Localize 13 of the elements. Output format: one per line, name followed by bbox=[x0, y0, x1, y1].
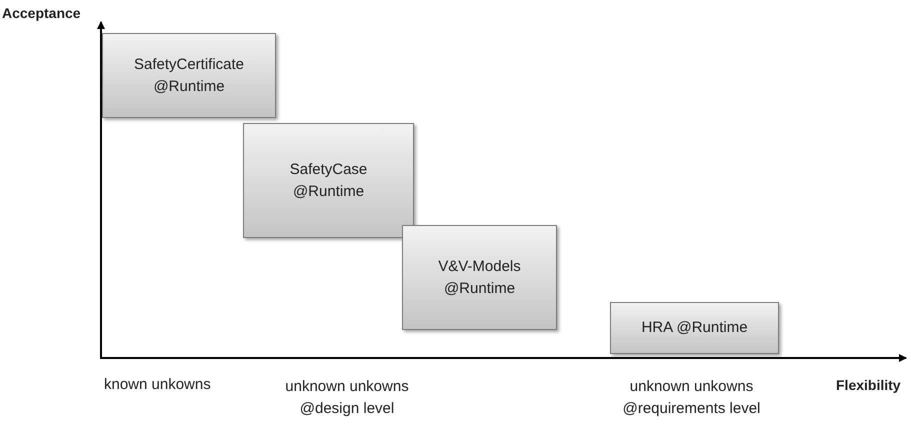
axis-label: Flexibility bbox=[836, 376, 901, 395]
box-label: SafetyCertificate @Runtime bbox=[132, 54, 246, 96]
axis-label: Acceptance bbox=[2, 4, 81, 23]
box bbox=[610, 302, 779, 354]
box-label: V&V-Models @Runtime bbox=[437, 256, 522, 298]
axis-category-label: known unkowns bbox=[104, 375, 212, 395]
axis-category-label: unknown unkowns @requirements level bbox=[622, 377, 762, 419]
box bbox=[102, 33, 276, 118]
axis-category-label: unknown unkowns @design level bbox=[284, 377, 410, 419]
box bbox=[402, 225, 557, 330]
box-label: HRA @Runtime bbox=[640, 318, 749, 338]
box bbox=[243, 123, 414, 238]
box-label: SafetyCase @Runtime bbox=[288, 160, 368, 202]
